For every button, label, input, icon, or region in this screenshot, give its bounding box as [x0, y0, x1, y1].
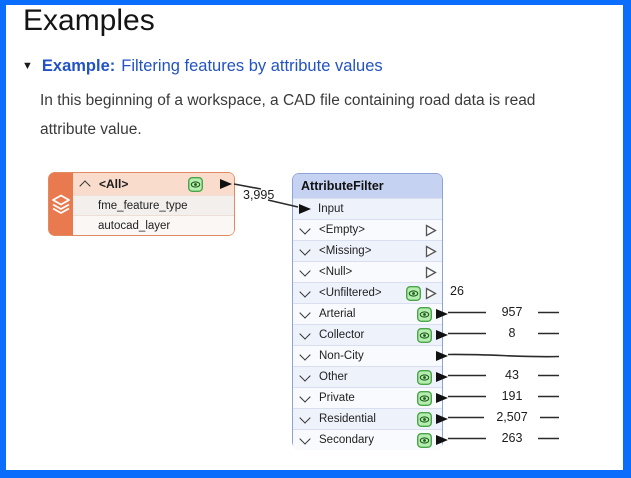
collapse-triangle-icon[interactable]: ▼	[22, 60, 33, 72]
reader-attribute-row[interactable]: autocad_layer	[73, 215, 234, 235]
reader-node-title: <All>	[99, 177, 129, 191]
output-port-icon[interactable]	[436, 392, 448, 403]
chevron-down-icon[interactable]	[299, 390, 311, 403]
feature-count-arterial: 957	[501, 305, 523, 319]
filter-row-label: <Empty>	[319, 224, 366, 236]
example-link[interactable]: Filtering features by attribute values	[121, 57, 383, 75]
connection-count-label: 3,995	[243, 188, 275, 202]
output-port-icon[interactable]	[436, 308, 448, 319]
filter-row-private[interactable]: Private	[293, 387, 448, 408]
input-port-label: Input	[318, 203, 344, 215]
visibility-icon[interactable]	[406, 285, 421, 301]
chevron-down-icon[interactable]	[299, 222, 311, 235]
filter-row-label: Other	[319, 371, 348, 383]
attribute-name: fme_feature_type	[98, 199, 188, 212]
feature-count-other: 43	[505, 368, 519, 382]
filter-row-label: Collector	[319, 329, 365, 341]
filter-row-collector[interactable]: Collector	[293, 324, 448, 345]
feature-count-secondary: 263	[501, 431, 523, 445]
filter-row-label: Non-City	[319, 350, 364, 362]
layers-icon	[52, 194, 70, 214]
output-port-icon[interactable]	[436, 329, 448, 340]
chevron-down-icon[interactable]	[299, 243, 311, 256]
output-port-icon[interactable]	[436, 434, 448, 445]
output-port-unconnected-icon[interactable]	[425, 286, 437, 300]
chevron-down-icon[interactable]	[299, 369, 311, 382]
output-port-icon[interactable]	[436, 371, 448, 382]
input-port-icon[interactable]	[299, 204, 311, 214]
example-section-heading[interactable]: ▼ Example: Filtering features by attribu…	[22, 57, 383, 76]
filter-row-empty[interactable]: <Empty>	[293, 219, 442, 240]
chevron-down-icon[interactable]	[299, 306, 311, 319]
output-port-unconnected-icon[interactable]	[425, 265, 437, 279]
filter-row-noncity[interactable]: Non-City	[293, 345, 448, 366]
reader-icon-bar	[49, 173, 73, 235]
attribute-name: autocad_layer	[98, 219, 171, 232]
filter-row-unfiltered[interactable]: <Unfiltered>	[293, 282, 442, 303]
output-port-icon[interactable]	[220, 178, 232, 189]
feature-count-residential: 2,507	[496, 410, 528, 424]
paragraph-line-1: In this beginning of a workspace, a CAD …	[40, 92, 536, 109]
filter-row-label: <Unfiltered>	[319, 287, 382, 299]
reader-feature-type-node[interactable]: <All> fme_feature_type autocad_layer	[48, 172, 235, 236]
filter-row-other[interactable]: Other	[293, 366, 448, 387]
filter-row-label: Residential	[319, 413, 376, 425]
wire-noncity	[447, 353, 560, 358]
visibility-icon[interactable]	[417, 390, 432, 406]
filter-row-secondary[interactable]: Secondary	[293, 429, 448, 450]
example-label: Example:	[41, 57, 116, 75]
filter-row-missing[interactable]: <Missing>	[293, 240, 442, 261]
page-title: Examples	[23, 4, 155, 37]
input-port-row[interactable]: Input	[293, 198, 442, 219]
attributefilter-node[interactable]: AttributeFilter Input <Empty> <Missing> …	[292, 173, 448, 450]
chevron-down-icon[interactable]	[299, 348, 311, 361]
filter-row-arterial[interactable]: Arterial	[293, 303, 448, 324]
chevron-down-icon[interactable]	[299, 285, 311, 298]
visibility-icon[interactable]	[417, 432, 432, 448]
visibility-icon[interactable]	[188, 176, 203, 192]
chevron-down-icon[interactable]	[299, 432, 311, 445]
visibility-icon[interactable]	[417, 411, 432, 427]
filter-row-label: Private	[319, 392, 355, 404]
output-port-unconnected-icon[interactable]	[425, 244, 437, 258]
reader-node-header[interactable]: <All>	[73, 173, 234, 195]
visibility-icon[interactable]	[417, 369, 432, 385]
filter-row-label: Secondary	[319, 434, 374, 446]
filter-row-residential[interactable]: Residential	[293, 408, 448, 429]
filter-row-null[interactable]: <Null>	[293, 261, 442, 282]
paragraph-line-2: attribute value.	[40, 121, 142, 138]
filter-row-label: <Null>	[319, 266, 353, 278]
chevron-up-icon[interactable]	[79, 179, 91, 192]
chevron-down-icon[interactable]	[299, 264, 311, 277]
visibility-icon[interactable]	[417, 306, 432, 322]
output-port-icon[interactable]	[436, 413, 448, 424]
filter-row-label: <Missing>	[319, 245, 372, 257]
feature-count-private: 191	[501, 389, 523, 403]
attributefilter-header[interactable]: AttributeFilter	[293, 174, 442, 198]
feature-count-collector: 8	[508, 326, 516, 340]
output-port-unconnected-icon[interactable]	[425, 223, 437, 237]
filter-row-label: Arterial	[319, 308, 356, 320]
chevron-down-icon[interactable]	[299, 411, 311, 424]
output-port-icon[interactable]	[436, 350, 448, 361]
chevron-down-icon[interactable]	[299, 327, 311, 340]
feature-count-unfiltered: 26	[450, 284, 464, 298]
visibility-icon[interactable]	[417, 327, 432, 343]
reader-attribute-row[interactable]: fme_feature_type	[73, 195, 234, 215]
